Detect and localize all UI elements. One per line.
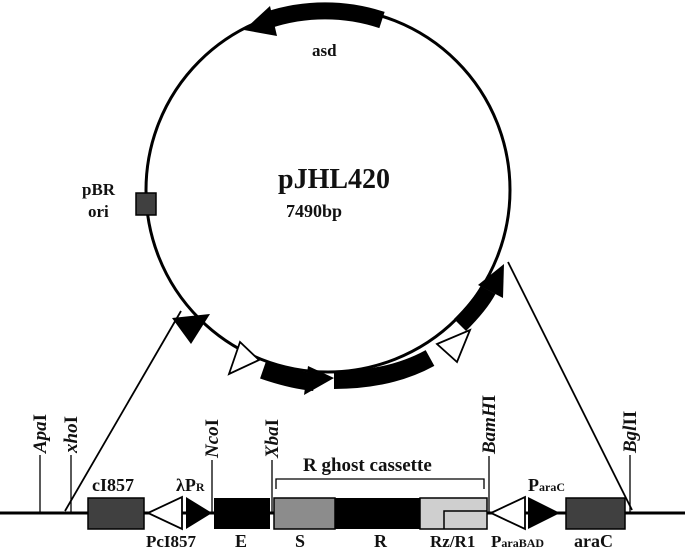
r-gene-box [335,498,420,529]
rz-gene-arc [333,350,435,389]
cassette-label: R ghost cassette [303,455,432,476]
arac-box [565,497,626,530]
ori-label: ori [88,202,109,221]
asd-gene-arc [265,2,385,29]
arac-gene-arc [453,285,496,332]
parabad-promoter-arrow [488,495,526,531]
cassette-bracket [275,478,485,489]
pbr-label: pBR [82,180,116,199]
parac-promoter-arrow [528,497,560,529]
parabad-arrow-circle [435,328,472,364]
lambda-pr-arrow-circle [172,314,210,344]
pbr-ori-box [135,192,157,216]
e-gene-box [214,498,270,529]
parabad-label: ParaBAD [491,532,544,551]
bglii-site-label: BglII [620,411,641,454]
xhoi-site-label: xhoI [61,416,82,454]
r-gene-label: R [374,531,388,551]
rz-r1-overlap-mark [443,510,487,529]
ncoi-site-label: NcoI [202,419,223,459]
rz-r1-label: Rz/R1 [430,532,475,551]
rz-gene-box [419,497,488,530]
expansion-line-left [64,310,182,512]
apai-site-label: ApaI [30,414,51,454]
s-gene-box [273,497,336,530]
parac-label: ParaC [528,475,565,495]
pci857-promoter-arrow [145,495,183,531]
lambda-pr-promoter-arrow [186,497,212,529]
ci857-label: cI857 [92,475,134,495]
lambda-pr-label: λPR [176,475,205,495]
arac-arrowhead [478,264,504,298]
plasmid-size: 7490bp [286,201,342,221]
ci857-box [87,497,145,530]
pci857-arrow-circle [227,340,261,376]
asd-label: asd [312,41,337,60]
pci857-label: PcI857 [146,532,197,551]
bamhi-site-label: BamHI [479,395,500,455]
xbai-site-label: XbaI [262,419,283,459]
e-gene-label: E [235,531,247,551]
expansion-line-right [507,261,633,511]
asd-gene-arrowhead [244,6,277,36]
s-gene-label: S [295,531,305,551]
e-s-r-arrowhead [304,366,334,395]
arac-label: araC [574,531,613,551]
plasmid-name: pJHL420 [278,164,390,195]
